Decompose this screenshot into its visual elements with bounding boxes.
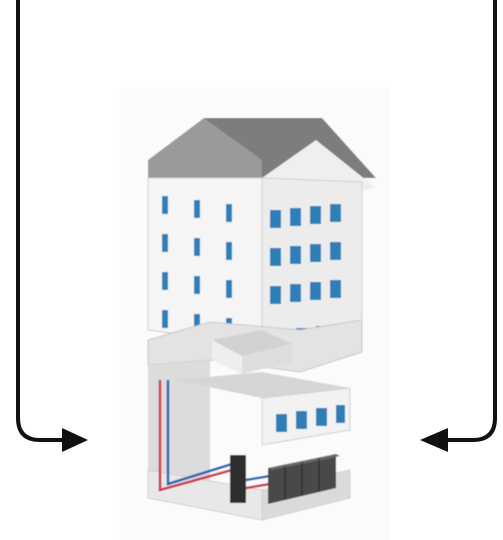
building-cross-section bbox=[120, 88, 390, 540]
slab-structure-side bbox=[212, 340, 242, 374]
left-flow-arrow bbox=[16, 0, 88, 452]
slab-structure-front bbox=[242, 344, 292, 374]
right-flow-arrow bbox=[420, 0, 497, 452]
hot-pipe bbox=[158, 380, 233, 492]
slab-structure-top bbox=[212, 330, 292, 356]
lower-facade-windows bbox=[276, 405, 345, 432]
interior-floor bbox=[175, 372, 350, 398]
mechanical-equipment bbox=[230, 454, 340, 504]
interior-left-wall bbox=[148, 360, 210, 480]
cold-pipe bbox=[166, 380, 233, 486]
left-facade-windows bbox=[162, 196, 232, 336]
heat-pump-unit bbox=[230, 455, 246, 503]
heating-pipes bbox=[158, 380, 271, 492]
